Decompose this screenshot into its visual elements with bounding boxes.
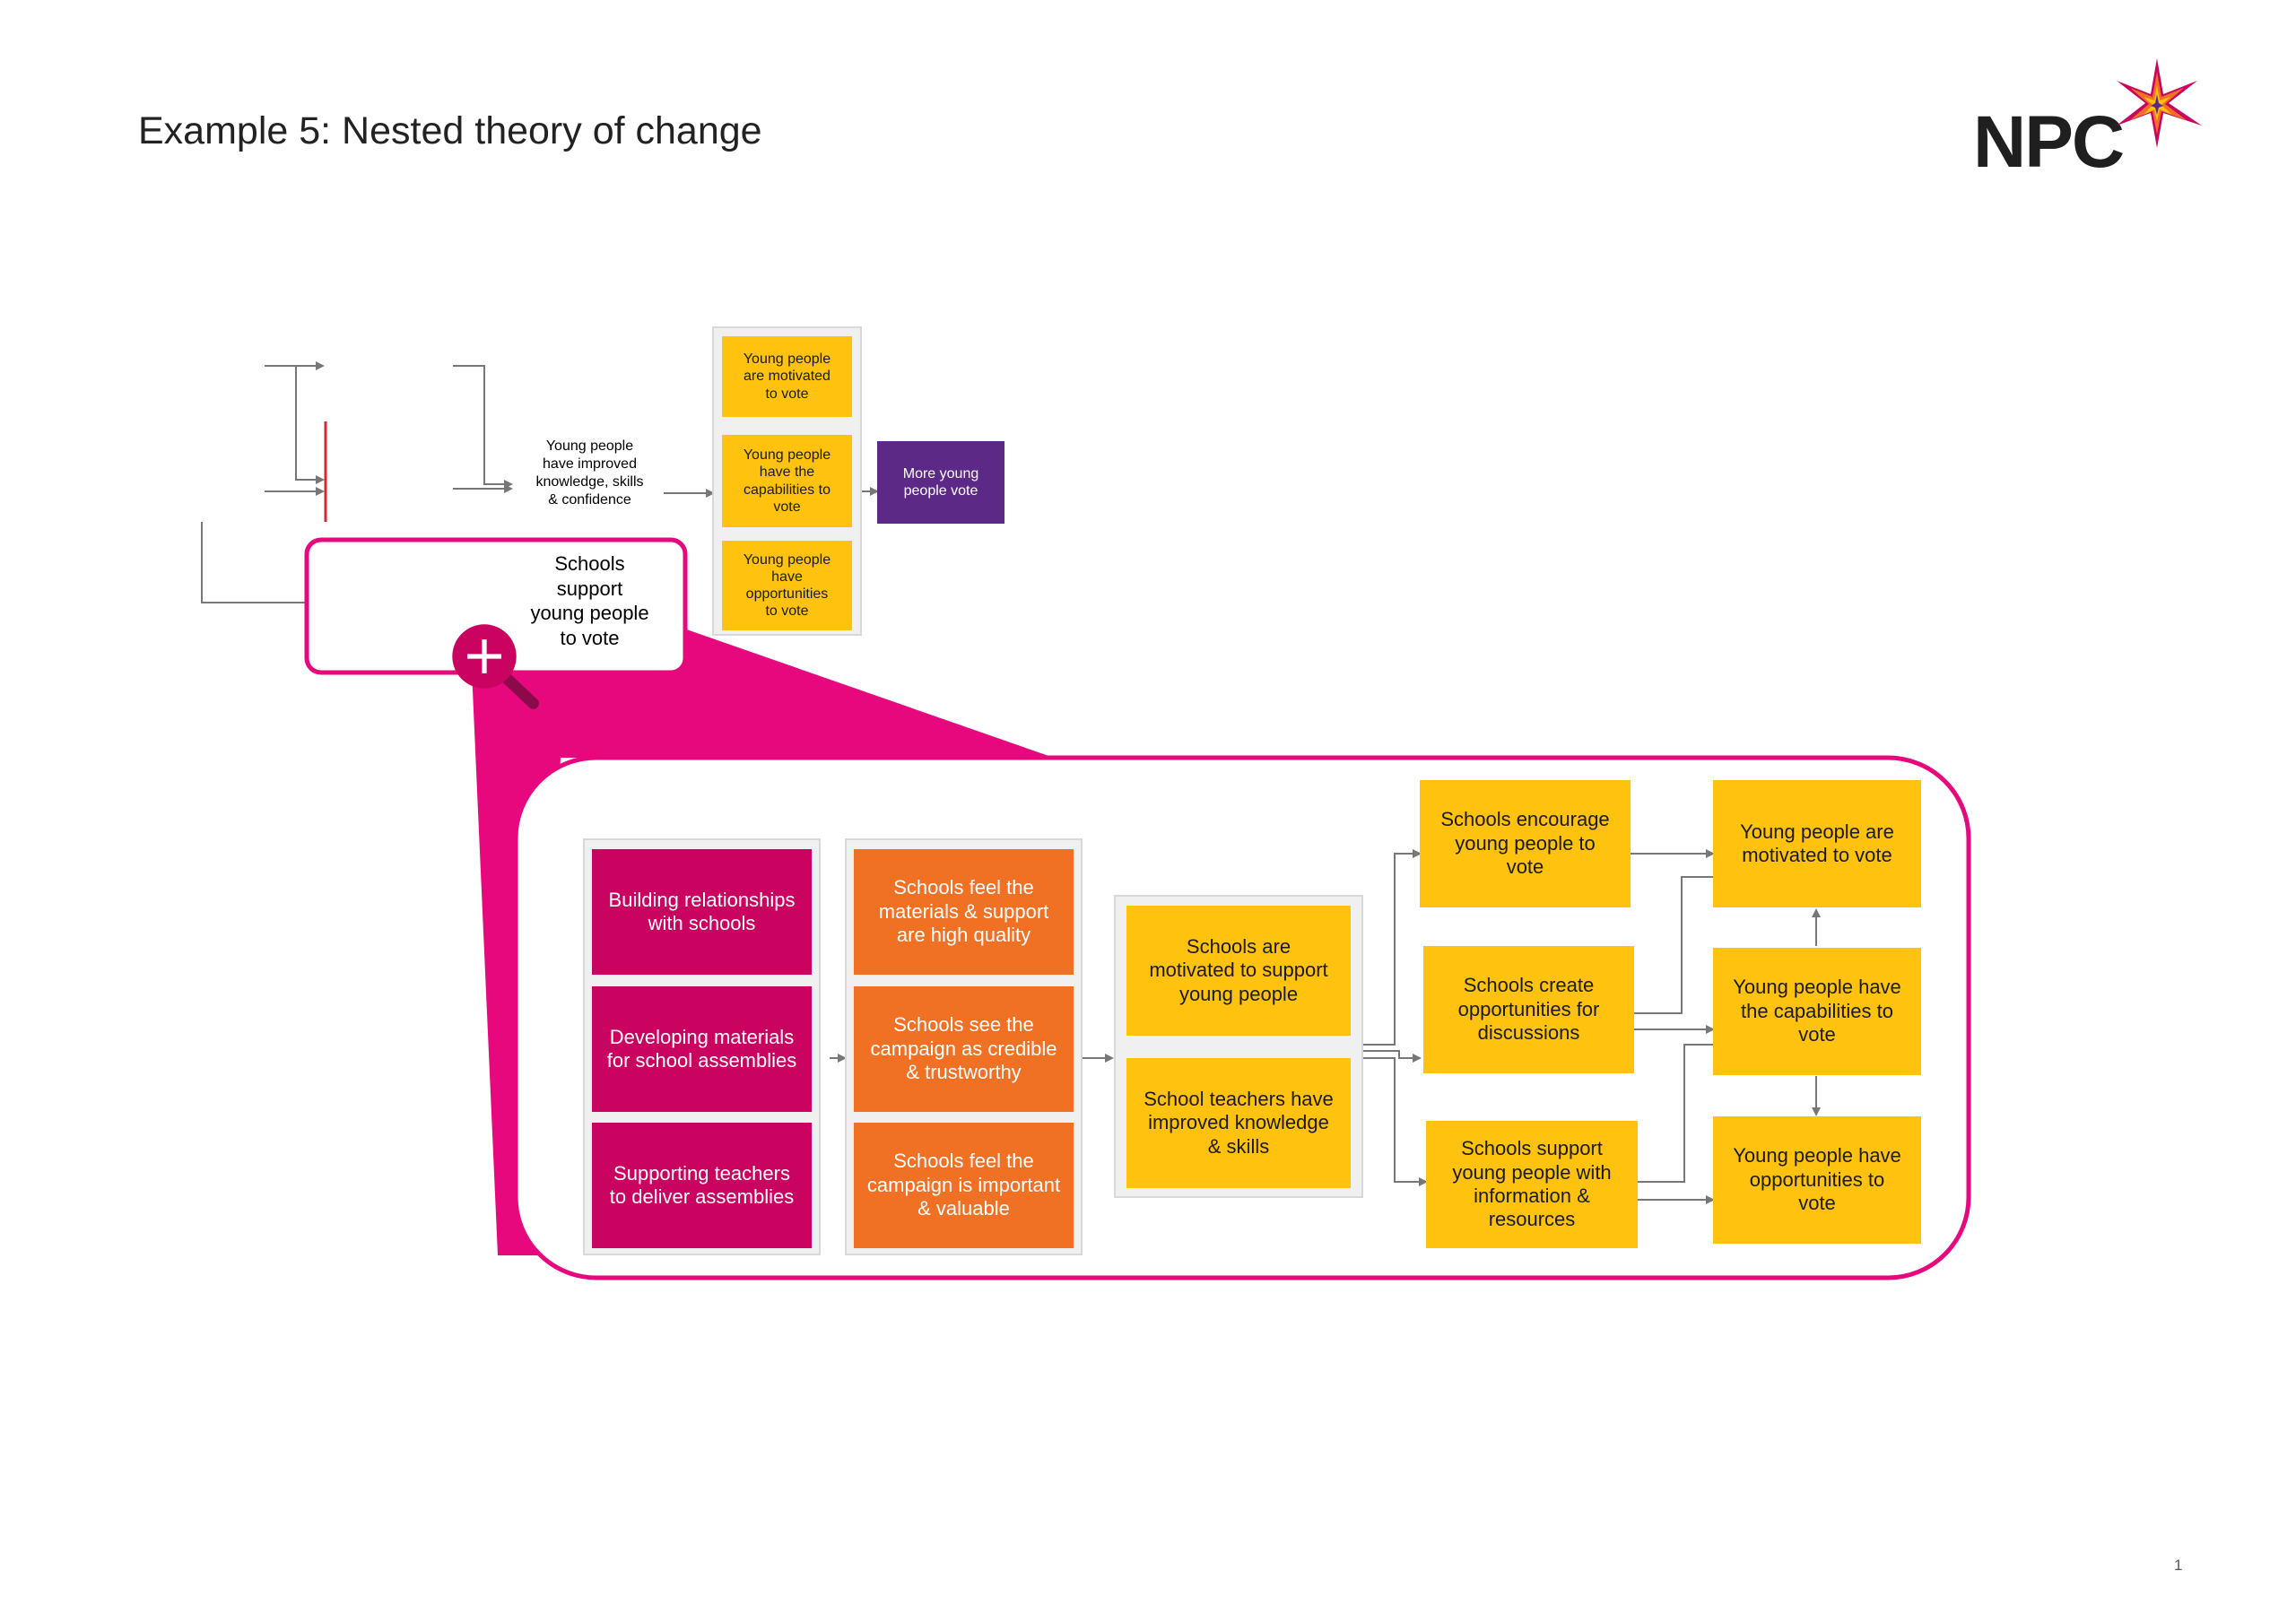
perception-high-quality: Schools feel the materials & support are… [854, 849, 1074, 975]
star-logo-icon [2117, 58, 2202, 148]
activity-developing-materials: Developing materials for school assembli… [592, 986, 812, 1112]
page-title: Example 5: Nested theory of change [138, 109, 762, 152]
page-number: 1 [2174, 1557, 2183, 1574]
youth-motivated: Young people are motivated to vote [1713, 780, 1921, 907]
action-support-information: Schools support young people with inform… [1426, 1121, 1638, 1248]
node-top-motivated: Young people are motivated to vote [722, 336, 852, 417]
npc-logo: NPC [1973, 101, 2125, 183]
node-schools-support: Schools support young people to vote [530, 552, 649, 649]
action-create-opportunities: Schools create opportunities for discuss… [1423, 946, 1634, 1073]
perception-important: Schools feel the campaign is important &… [854, 1123, 1074, 1248]
node-top-opportunities: Young people have opportunities to vote [722, 541, 852, 630]
activity-supporting-teachers: Supporting teachers to deliver assemblie… [592, 1123, 812, 1248]
node-top-capabilities: Young people have the capabilities to vo… [722, 435, 852, 527]
action-encourage-vote: Schools encourage young people to vote [1420, 780, 1631, 907]
outcome-schools-motivated: Schools are motivated to support young p… [1126, 906, 1351, 1036]
activity-building-relationships: Building relationships with schools [592, 849, 812, 975]
youth-capabilities: Young people have the capabilities to vo… [1713, 948, 1921, 1075]
perception-credible: Schools see the campaign as credible & t… [854, 986, 1074, 1112]
magnifier-plus-icon [452, 624, 539, 709]
node-improved-knowledge: Young people have improved knowledge, sk… [535, 438, 644, 508]
outcome-teachers-knowledge: School teachers have improved knowledge … [1126, 1058, 1351, 1188]
node-more-young-people-vote: More young people vote [877, 441, 1004, 524]
youth-opportunities: Young people have opportunities to vote [1713, 1116, 1921, 1244]
